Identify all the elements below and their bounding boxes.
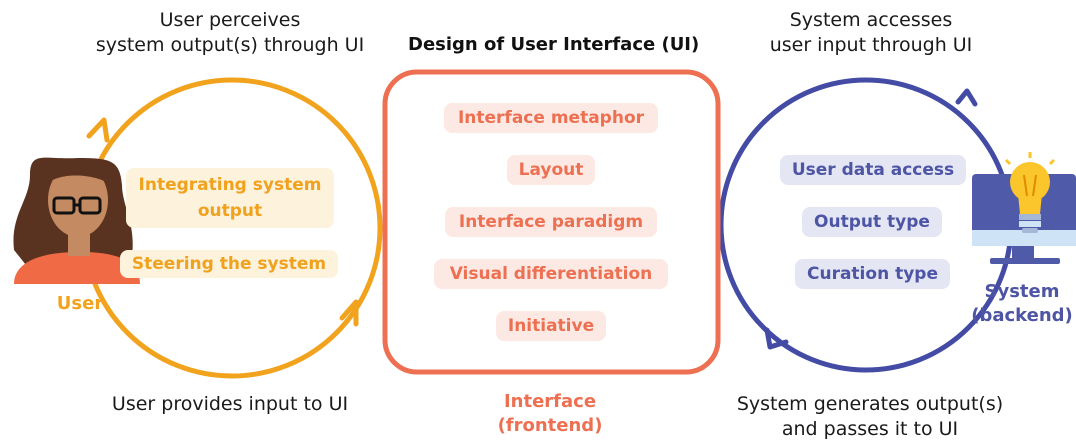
- caption-line: System accesses: [789, 9, 953, 31]
- chip-initiative: Initiative: [496, 311, 606, 341]
- user-provides-input-caption: User provides input to UI: [111, 393, 349, 415]
- label-line: (frontend): [497, 415, 603, 436]
- interface-design-title: Design of User Interface (UI): [408, 34, 700, 55]
- caption-line: system output(s) through UI: [95, 34, 365, 56]
- label-line: Interface: [503, 391, 597, 412]
- chip-steering-the-system: Steering the system: [120, 250, 338, 278]
- chip-user-data-access: User data access: [780, 155, 966, 185]
- user-perceives-caption: User perceives system output(s) through …: [90, 8, 370, 58]
- chip-layout: Layout: [507, 155, 595, 185]
- chip-curation-type: Curation type: [795, 259, 950, 289]
- user-avatar-icon: [13, 157, 140, 284]
- user-loop-arrowhead-bottom: [339, 299, 359, 327]
- caption-line: System generates output(s): [736, 393, 1004, 415]
- system-loop-arrowhead-bottom: [764, 327, 789, 350]
- caption-line: and passes it to UI: [781, 418, 959, 440]
- chip-text: Integrating system output: [138, 175, 322, 221]
- chip-output-type: Output type: [802, 207, 942, 237]
- system-accesses-caption: System accesses user input through UI: [746, 8, 996, 58]
- interface-frontend-label: Interface (frontend): [470, 390, 630, 438]
- caption-line: user input through UI: [769, 34, 973, 56]
- label-line: (backend): [971, 305, 1073, 326]
- user-loop-arrowhead-top: [86, 117, 110, 143]
- chip-interface-paradigm: Interface paradigm: [445, 207, 657, 237]
- system-loop-arrowhead-top: [955, 88, 978, 107]
- system-backend-label: System (backend): [968, 280, 1076, 328]
- chip-integrating-system-output: Integrating system output: [126, 168, 334, 228]
- chip-visual-differentiation: Visual differentiation: [434, 259, 668, 289]
- caption-line: User perceives: [159, 9, 301, 31]
- monitor-lightbulb-icon: [972, 152, 1076, 264]
- label-line: System: [984, 281, 1060, 302]
- chip-interface-metaphor: Interface metaphor: [444, 103, 658, 133]
- system-generates-caption: System generates output(s) and passes it…: [730, 392, 1010, 442]
- user-label: User: [56, 293, 104, 314]
